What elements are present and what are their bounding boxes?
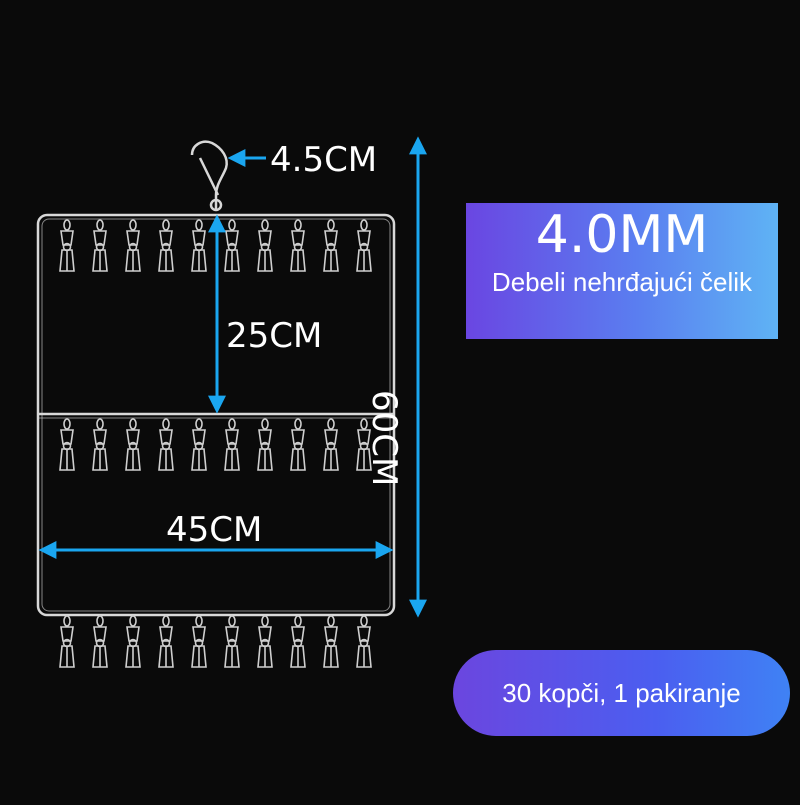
clothespin-clip — [224, 219, 240, 272]
hook — [190, 140, 228, 212]
clothespin-clip — [158, 418, 174, 471]
material-spec-card: 4.0MM Debeli nehrđajući čelik — [466, 203, 778, 339]
clothespin-clip — [224, 615, 240, 668]
clothespin-clip — [59, 219, 75, 272]
clothespin-clip — [290, 219, 306, 272]
clothespin-clip — [125, 219, 141, 272]
clothespin-clip — [92, 615, 108, 668]
clothespin-clip — [257, 418, 273, 471]
clothespin-clip — [257, 615, 273, 668]
material-description: Debeli nehrđajući čelik — [491, 267, 753, 297]
clothespin-clip — [191, 418, 207, 471]
height-label: 60CM — [364, 390, 404, 487]
thickness-value: 4.0MM — [535, 205, 709, 265]
clothespin-clip — [92, 219, 108, 272]
clips — [59, 219, 372, 668]
clothespin-clip — [125, 418, 141, 471]
package-badge: 30 kopči, 1 pakiranje — [453, 650, 790, 736]
clothespin-clip — [257, 219, 273, 272]
clothespin-clip — [290, 418, 306, 471]
dimension-arrows — [38, 136, 427, 618]
clothespin-clip — [290, 615, 306, 668]
clothespin-clip — [92, 418, 108, 471]
clothespin-clip — [59, 418, 75, 471]
clothespin-clip — [59, 615, 75, 668]
clothespin-clip — [158, 615, 174, 668]
clothespin-clip — [356, 219, 372, 272]
clothespin-clip — [158, 219, 174, 272]
clothespin-clip — [323, 615, 339, 668]
clothespin-clip — [224, 418, 240, 471]
clothespin-clip — [356, 418, 372, 471]
clothespin-clip — [356, 615, 372, 668]
hook-size-label: 4.5CM — [270, 140, 378, 180]
clothespin-clip — [323, 418, 339, 471]
section-height-label: 25CM — [226, 316, 323, 356]
clothespin-clip — [125, 615, 141, 668]
clothespin-clip — [323, 219, 339, 272]
clothespin-clip — [191, 615, 207, 668]
width-label: 45CM — [166, 510, 263, 550]
clothespin-clip — [191, 219, 207, 272]
